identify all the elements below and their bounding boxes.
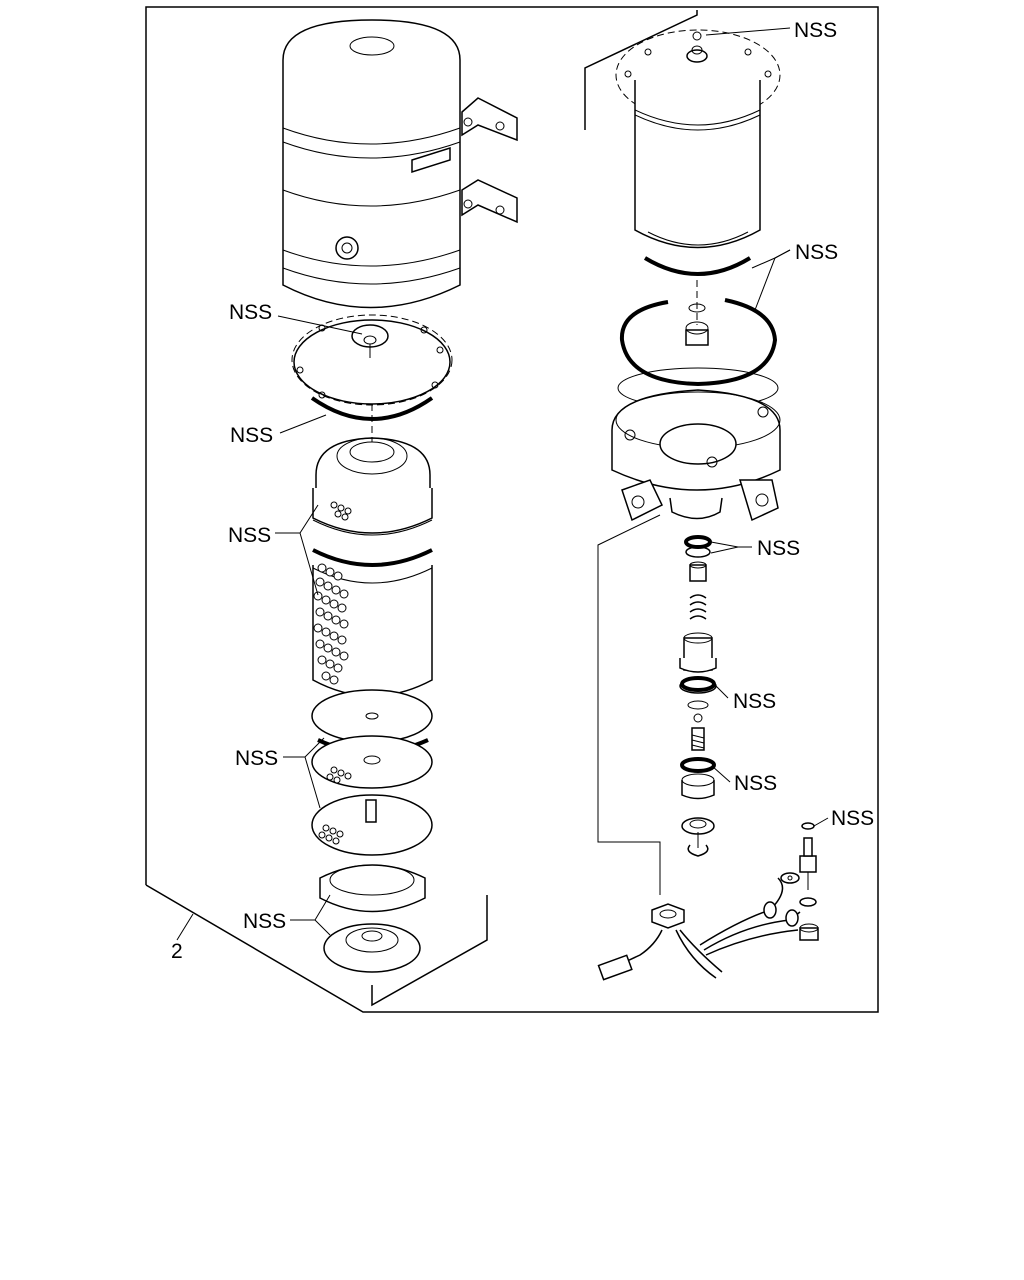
leader-lines bbox=[176, 27, 829, 941]
part-labels: NSS NSS NSS NSS NSS 2 NSS NSS NSS NSS NS… bbox=[171, 19, 874, 963]
sensor-wiring-harness bbox=[597, 822, 819, 981]
filter-disc-1 bbox=[311, 689, 433, 743]
label-callout-2: 2 bbox=[171, 940, 183, 963]
bowl-nut bbox=[685, 280, 709, 346]
filter-disc-2 bbox=[311, 735, 433, 789]
lower-seal-ring bbox=[319, 864, 426, 913]
drain-cap bbox=[680, 757, 716, 800]
label-nss-drain-o-rings: NSS bbox=[757, 537, 800, 560]
label-nss-bowl-o-rings: NSS bbox=[795, 241, 838, 264]
filter-screen-band bbox=[312, 488, 433, 536]
sight-bowl bbox=[634, 31, 761, 249]
label-nss-drain-cap-ring: NSS bbox=[734, 772, 777, 795]
label-nss-base-seals: NSS bbox=[243, 910, 286, 933]
upper-housing bbox=[282, 19, 518, 309]
label-nss-housing-plug: NSS bbox=[229, 301, 272, 324]
drain-washer-and-bolt bbox=[687, 700, 709, 751]
drain-nozzle bbox=[681, 817, 715, 857]
label-nss-filter-seals: NSS bbox=[228, 524, 271, 547]
filter-disc-3 bbox=[311, 794, 433, 856]
bowl-o-ring-small bbox=[643, 256, 752, 276]
label-nss-filter-discs: NSS bbox=[235, 747, 278, 770]
label-nss-bowl-washer: NSS bbox=[794, 19, 837, 42]
label-nss-drain-body-ring: NSS bbox=[733, 690, 776, 713]
valve-body-base bbox=[611, 389, 781, 522]
label-nss-upper-o-ring: NSS bbox=[230, 424, 273, 447]
filter-mesh-dots bbox=[313, 501, 352, 685]
label-nss-sensor-washer: NSS bbox=[831, 807, 874, 830]
assembly-frame bbox=[145, 6, 879, 1013]
drain-valve-stem bbox=[689, 561, 707, 620]
upper-flange-plate bbox=[291, 314, 453, 406]
drain-valve-body bbox=[679, 632, 717, 694]
drain-valve-o-rings bbox=[684, 535, 712, 558]
lower-base-plate bbox=[323, 923, 421, 973]
